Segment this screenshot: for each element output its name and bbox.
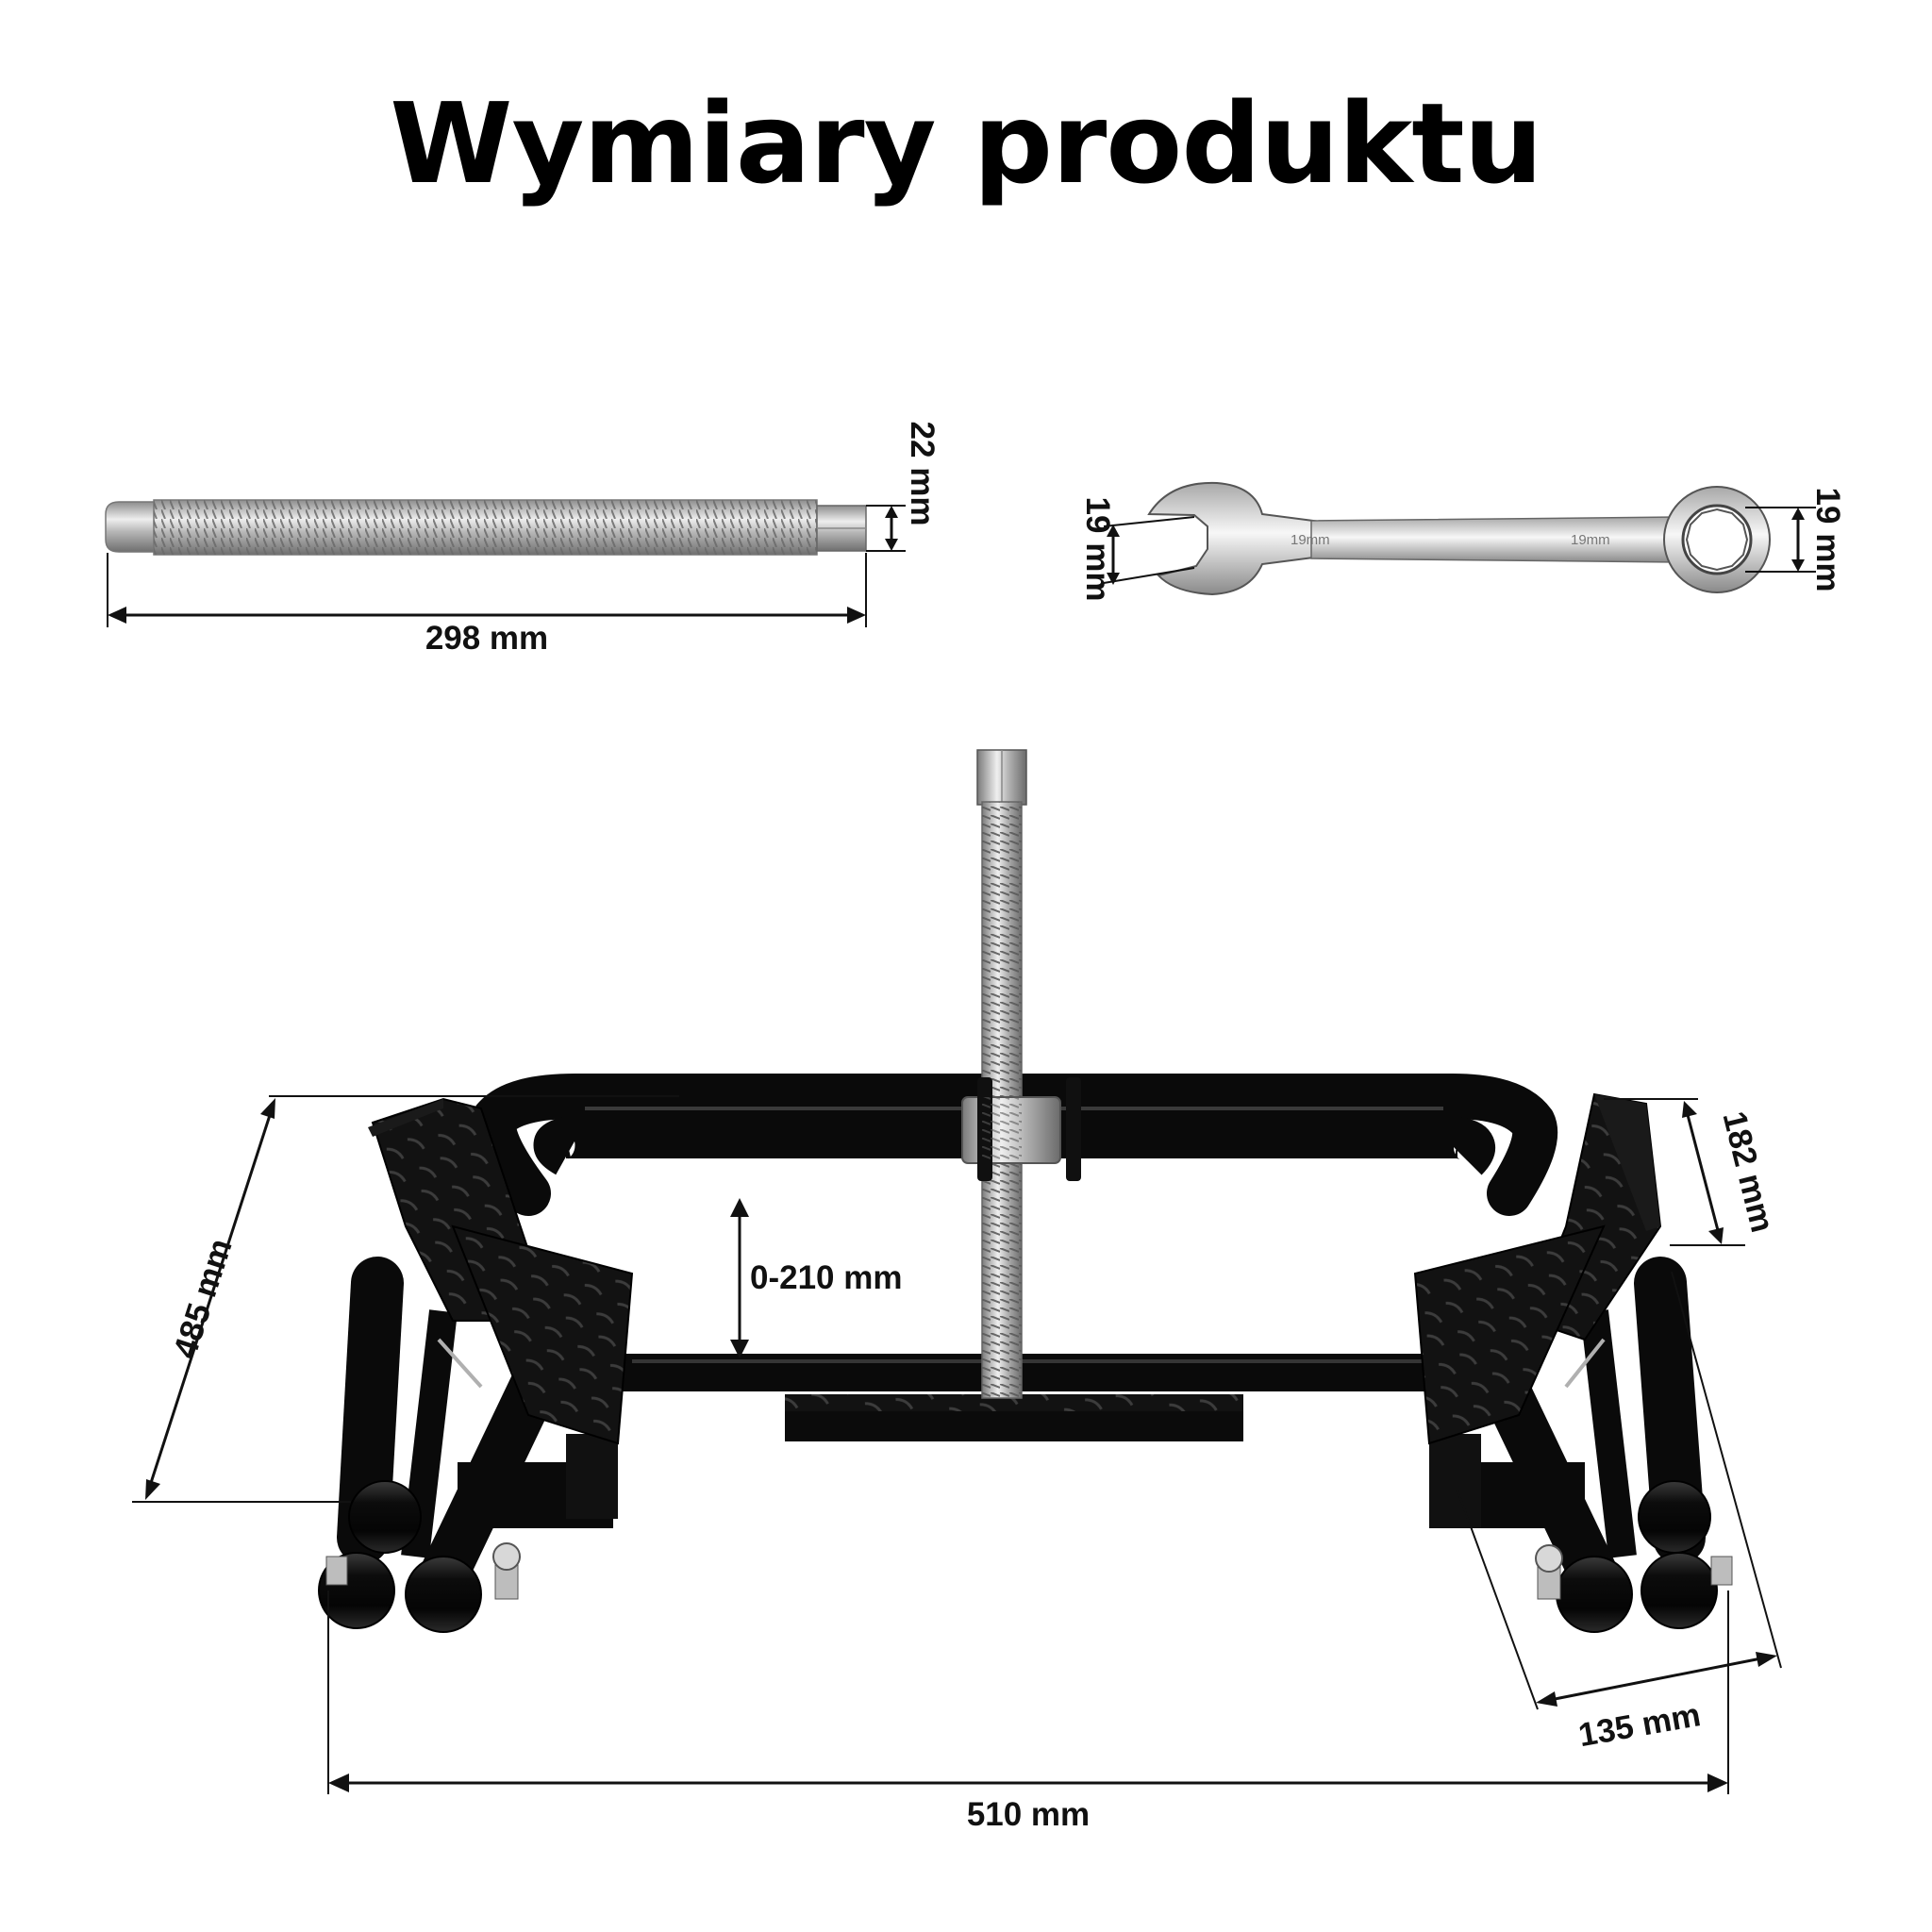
gap-label: 0-210 mm bbox=[750, 1259, 902, 1296]
wrench-ring-dimension bbox=[1745, 507, 1816, 573]
page-title: Wymiary produktu bbox=[390, 78, 1542, 208]
threaded-bolt bbox=[105, 499, 867, 556]
frame-height-dimension bbox=[132, 1095, 679, 1503]
foot-size-dimension bbox=[1457, 1271, 1782, 1710]
frame-height-label: 485 mm bbox=[166, 1234, 239, 1362]
foot-size-label: 135 mm bbox=[1575, 1696, 1703, 1754]
plate-size-label: 182 mm bbox=[1715, 1108, 1780, 1236]
frame-width-dimension bbox=[327, 1591, 1729, 1794]
wrench-stamp-1: 19mm bbox=[1291, 532, 1330, 548]
plate-size-dimension bbox=[1604, 1098, 1745, 1246]
wrench-stamp-2: 19mm bbox=[1571, 532, 1610, 548]
wrench-open-end-dimension bbox=[1103, 516, 1195, 585]
bolt-hex-label: 22 mm bbox=[904, 422, 941, 526]
gap-dimension bbox=[730, 1198, 749, 1358]
bolt-hex-dimension bbox=[866, 505, 906, 552]
bolt-length-label: 298 mm bbox=[425, 620, 548, 657]
bead-breaker-frame bbox=[318, 749, 1733, 1633]
ratchet-wrench: 19mm 19mm bbox=[1147, 481, 1771, 596]
frame-width-label: 510 mm bbox=[967, 1796, 1090, 1833]
wrench-ring-label: 19 mm bbox=[1809, 488, 1846, 592]
bolt-length-dimension bbox=[107, 553, 867, 627]
wrench-open-end-label: 19 mm bbox=[1079, 497, 1116, 602]
